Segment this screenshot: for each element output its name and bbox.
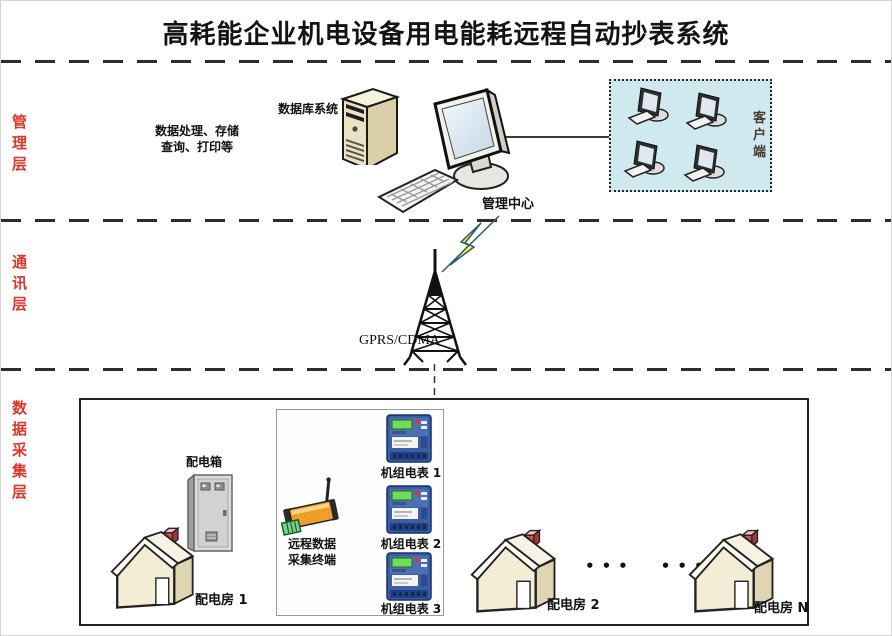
meter2-label: 机组电表 2 xyxy=(380,537,442,551)
database-system-label: 数据库系统 xyxy=(278,102,339,116)
data-processing-note: 数据处理、存储 查询、打印等 xyxy=(121,124,273,155)
data-processing-note-line1: 数据处理、存储 xyxy=(154,124,239,138)
room1-label: 配电房 1 xyxy=(195,593,248,608)
client-computer-icon xyxy=(623,139,675,181)
meter3-label: 机组电表 3 xyxy=(380,602,442,616)
distribution-cabinet-icon xyxy=(184,472,236,554)
layer-label-management: 管理层 xyxy=(10,114,28,177)
antenna-tower-icon xyxy=(403,247,469,367)
client-label: 客户端 xyxy=(750,110,765,161)
rtu-terminal-icon xyxy=(279,477,345,539)
client-computer-icon xyxy=(683,143,735,185)
terminal-label-line1: 远程数据 xyxy=(287,537,336,551)
layer-divider-bottom xyxy=(1,368,891,371)
client-computer-icon xyxy=(685,91,737,133)
distribution-box-label: 配电箱 xyxy=(186,455,223,469)
meter1-label: 机组电表 1 xyxy=(380,466,442,480)
layer-divider-middle xyxy=(1,219,891,222)
gprs-cdma-label: GPRS/CDMA xyxy=(359,333,440,348)
server-tower-icon xyxy=(335,83,403,165)
terminal-label-line2: 采集终端 xyxy=(287,552,336,567)
data-processing-note-line2: 查询、打印等 xyxy=(160,139,233,154)
management-center-label: 管理中心 xyxy=(482,197,535,212)
monitor-icon xyxy=(429,87,513,195)
room2-label: 配电房 2 xyxy=(547,598,600,613)
layer-label-communication: 通讯层 xyxy=(10,254,28,317)
electric-meter-icon-2 xyxy=(385,485,433,535)
layer-divider-top xyxy=(1,60,891,63)
roomN-label: 配电房 N xyxy=(754,601,809,616)
layer-label-data-collection: 数据采集层 xyxy=(10,400,28,505)
electric-meter-icon-1 xyxy=(385,414,433,464)
terminal-label: 远程数据 采集终端 xyxy=(279,537,345,568)
electric-meter-icon-3 xyxy=(385,552,433,602)
diagram-title: 高耗能企业机电设备用电能耗远程自动抄表系统 xyxy=(162,20,730,49)
house-icon-room1 xyxy=(108,522,200,612)
client-group-box: 客户端 xyxy=(609,79,772,192)
ellipsis-dots-group1: ••• xyxy=(585,557,635,575)
keyboard-icon xyxy=(377,167,459,215)
client-computer-icon xyxy=(627,86,679,128)
